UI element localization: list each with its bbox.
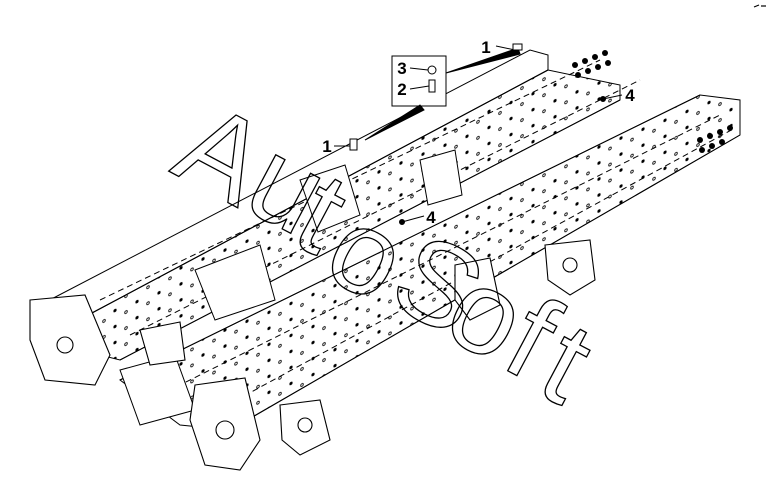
bolt-pattern	[572, 50, 733, 153]
callout-3: 3	[397, 59, 406, 78]
bolt-item-1-icon	[349, 43, 523, 151]
callout-4-lower: 4	[426, 208, 436, 227]
leader-lines	[334, 45, 623, 225]
cross-members	[119, 149, 463, 426]
corner-mark	[753, 4, 766, 8]
callout-1-lower: 1	[322, 137, 331, 156]
detail-inset-frame	[391, 55, 447, 107]
callout-1-upper: 1	[481, 38, 490, 57]
callout-2: 2	[397, 80, 406, 99]
spring-hangers	[29, 239, 596, 471]
callout-4-upper: 4	[625, 86, 635, 105]
